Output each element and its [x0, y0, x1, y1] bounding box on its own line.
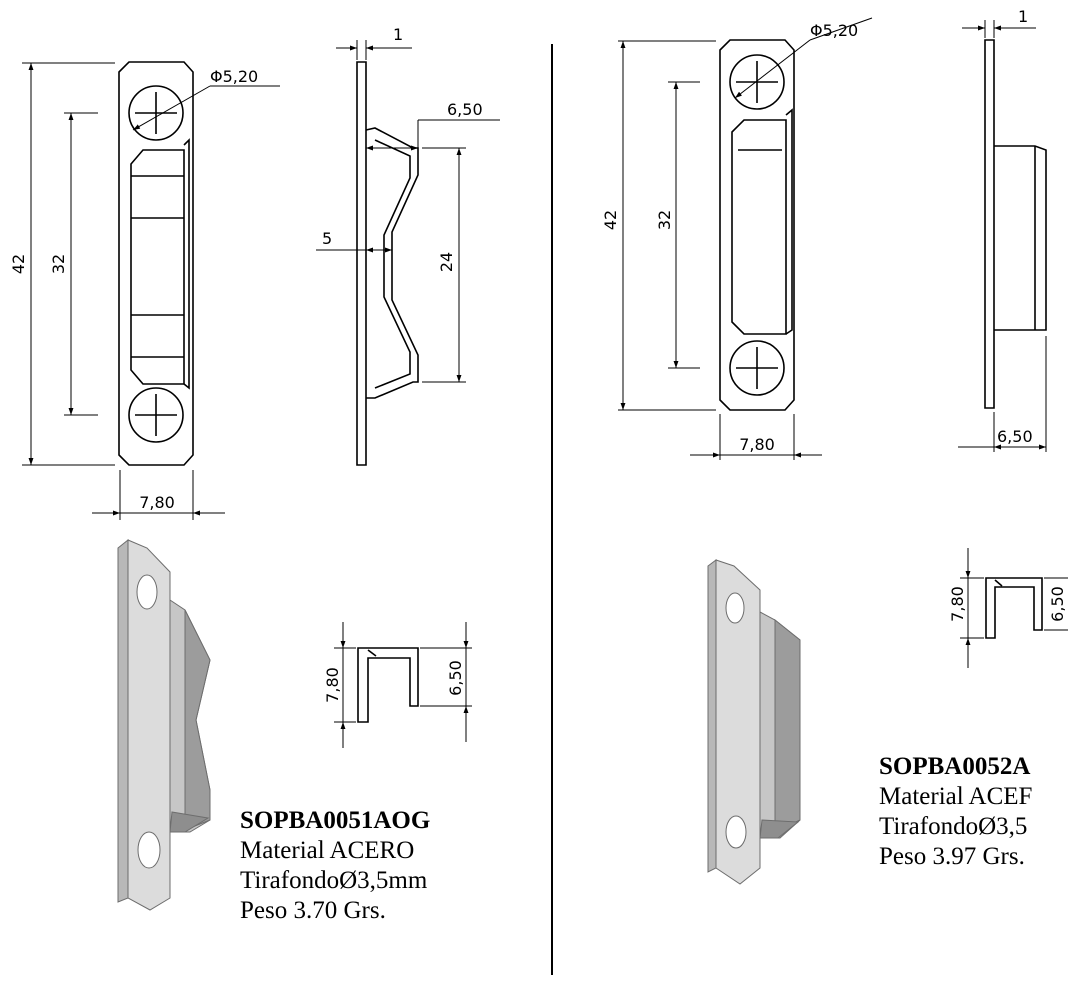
right-side-profile — [994, 145, 1047, 331]
left-front-view — [118, 61, 194, 466]
label-end-depth: 6,50 — [446, 660, 465, 696]
render-offset-side — [184, 609, 211, 831]
render-shadow — [759, 819, 800, 839]
render-offset-side — [774, 618, 801, 833]
right-plate-outline — [719, 39, 795, 411]
left-end-view — [357, 647, 419, 723]
left-recess-flange — [183, 138, 190, 390]
left-3d-render — [117, 538, 211, 911]
label-hole-spacing: 32 — [655, 210, 674, 230]
right-part — [719, 39, 1047, 639]
label-hole-diameter: Φ5,20 — [210, 67, 258, 86]
right-3d-render — [707, 559, 801, 885]
right-part-material: Material ACEF — [879, 783, 1033, 810]
left-part-weight: Peso 3.70 Grs. — [240, 897, 386, 924]
left-part-caption: SOPBA0051AOG Material ACERO TirafondoØ3,… — [240, 806, 430, 926]
left-part-material: Material ACERO — [240, 837, 415, 864]
right-end-chamfer — [994, 579, 1003, 587]
label-thickness: 1 — [393, 25, 403, 44]
left-part-screw: TirafondoØ3,5mm — [240, 867, 428, 894]
right-end-profile — [985, 577, 1043, 639]
right-dimensions — [618, 17, 1068, 668]
right-part-code: SOPBA0052A — [879, 753, 1031, 780]
left-bottom-hole — [128, 387, 184, 443]
left-end-profile — [357, 647, 419, 723]
render-top-hole — [725, 592, 745, 624]
render-face — [127, 539, 171, 911]
label-offset-depth: 6,50 — [997, 427, 1033, 446]
left-part-code: SOPBA0051AOG — [240, 807, 431, 834]
right-bottom-hole — [729, 340, 785, 396]
left-side-profile-outer — [365, 127, 419, 399]
label-thickness: 1 — [1018, 7, 1028, 26]
render-edge — [117, 538, 129, 903]
left-plate-outline — [118, 61, 194, 466]
label-inner-depth: 5 — [322, 229, 332, 248]
right-front-view — [719, 39, 795, 411]
right-part-caption: SOPBA0052A Material ACEF TirafondoØ3,5 P… — [879, 752, 1032, 872]
label-hole-spacing: 32 — [49, 254, 68, 274]
left-side-plate — [356, 61, 367, 466]
render-edge — [707, 559, 717, 873]
right-part-weight: Peso 3.97 Grs. — [879, 843, 1025, 870]
label-overall-length: 42 — [601, 210, 620, 230]
left-recess-outline — [130, 149, 185, 385]
right-top-hole — [729, 54, 785, 110]
label-end-depth: 6,50 — [1048, 586, 1067, 622]
label-recess-length: 24 — [437, 252, 456, 272]
right-recess-outline — [731, 119, 787, 335]
label-end-width: 7,80 — [948, 586, 967, 622]
right-side-view — [984, 39, 1047, 409]
left-top-hole — [128, 85, 184, 141]
render-top-hole — [136, 574, 158, 610]
left-part — [118, 61, 419, 723]
leader-hole-diameter — [809, 17, 873, 41]
right-dim-labels: Φ5,20 1 42 32 7,80 6,50 7,80 6,50 — [601, 7, 1067, 622]
left-side-profile-inner — [374, 139, 411, 389]
render-shadow — [169, 811, 210, 833]
left-dimensions — [22, 40, 500, 748]
label-width: 7,80 — [739, 435, 775, 454]
label-overall-length: 42 — [9, 254, 28, 274]
label-offset-depth: 6,50 — [447, 100, 483, 119]
right-side-plate — [984, 39, 995, 409]
right-recess-flange — [785, 108, 793, 335]
render-face — [715, 559, 761, 885]
right-end-view — [985, 577, 1043, 639]
left-end-chamfer — [367, 649, 377, 657]
leader-hole-diameter — [132, 85, 211, 131]
label-hole-diameter: Φ5,20 — [810, 21, 858, 40]
left-side-view — [356, 61, 419, 466]
right-part-screw: TirafondoØ3,5 — [879, 813, 1028, 840]
render-bottom-hole — [725, 815, 747, 849]
label-end-width: 7,80 — [323, 667, 342, 703]
label-width: 7,80 — [139, 493, 175, 512]
left-dim-labels: Φ5,20 1 6,50 5 24 42 32 7,80 7,80 6,50 — [9, 25, 483, 703]
leader-hole-diameter — [734, 39, 811, 99]
render-bottom-hole — [137, 831, 161, 869]
